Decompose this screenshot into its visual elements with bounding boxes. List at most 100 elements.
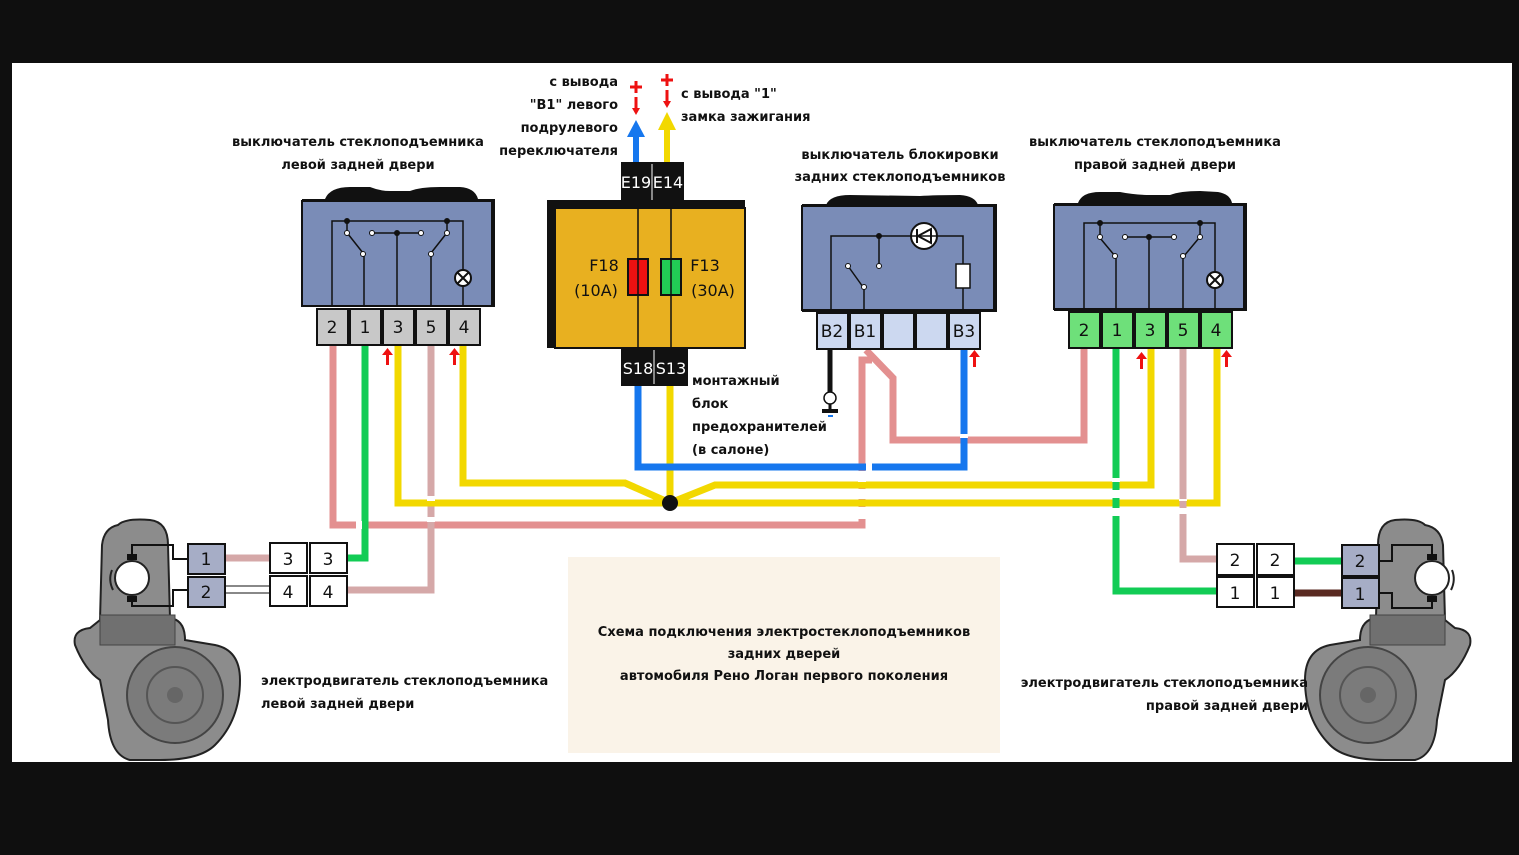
connector-pin: [1216, 576, 1255, 608]
fuse-block-body: [554, 207, 746, 349]
crossing-gap: [1179, 508, 1187, 514]
switch-body: [801, 205, 995, 311]
label-line: (в салоне): [692, 443, 769, 458]
connector-pin: [1216, 543, 1255, 576]
crossing-gap: [960, 434, 968, 438]
right-motor: 2 1 2 1 2 1 электродвигатель стеклоподъе…: [1021, 518, 1472, 761]
crossing-gap: [356, 521, 362, 529]
pin-label: B3: [953, 322, 975, 342]
motor-pin: [1341, 577, 1380, 609]
pin-label: B2: [821, 322, 843, 342]
pin-label: 2: [1079, 321, 1090, 341]
right-window-switch: выключатель стеклоподъемника правой задн…: [1029, 135, 1281, 369]
wire-yellow-left-pin4: [459, 346, 672, 507]
left-input-label: с вывода "B1" левого подрулевого переклю…: [499, 75, 618, 159]
terminal-e14: E14: [653, 173, 683, 192]
wire-yellow-right-pin4: [670, 346, 1221, 507]
caption-line: Схема подключения электростеклоподъемник…: [597, 625, 971, 640]
pin-slot: [382, 308, 415, 346]
connector-pin: [1256, 576, 1295, 608]
crossing-gap: [1112, 490, 1120, 498]
pin-slot: [849, 312, 882, 350]
wire-crossings: [356, 434, 1187, 529]
arrow-up-red-icon: [1136, 350, 1232, 369]
label-line: подрулевого: [521, 121, 618, 136]
motor-title: электродвигатель стеклоподъемника: [261, 674, 548, 689]
wire-pink-lock-b1-to-right-pin2: [863, 346, 1088, 444]
switch-title: левой задней двери: [281, 158, 434, 173]
ground-icon: [822, 391, 838, 417]
caption-line: автомобиля Рено Логан первого поколения: [619, 669, 949, 684]
switch-title: выключатель блокировки: [801, 148, 998, 163]
switch-rocker: [325, 187, 478, 199]
motor-pin: [187, 576, 226, 608]
plus-icon-left: [630, 81, 642, 115]
connector-pin: [1256, 543, 1295, 576]
motor-title: электродвигатель стеклоподъемника: [1021, 676, 1308, 691]
led-icon: [910, 222, 938, 250]
pin-label: 3: [323, 550, 334, 570]
crossing-gap: [427, 496, 435, 501]
wire-yellow-right-pin3: [668, 346, 1155, 507]
pin-label: 4: [1211, 321, 1222, 341]
pin-label: 4: [283, 583, 294, 603]
motor-image: [1303, 518, 1472, 761]
fuse-f18-rating: (10A): [574, 281, 618, 300]
right-input-label: с вывода "1" замка зажигания: [681, 87, 810, 125]
pin-label: 2: [327, 318, 338, 338]
connector-pin: [309, 575, 348, 607]
pin-slot: [1068, 311, 1101, 349]
left-window-switch: выключатель стеклоподъемника левой задне…: [232, 135, 495, 365]
pin-label: 1: [1355, 585, 1366, 605]
crossing-gap: [866, 463, 872, 471]
pin-slot: [448, 308, 481, 346]
lamp-icon: [454, 269, 472, 287]
switch-title: выключатель стеклоподъемника: [232, 135, 484, 150]
lock-switch: выключатель блокировки задних стеклоподъ…: [795, 148, 1006, 367]
pin-label: 1: [1270, 584, 1281, 604]
lamp-icon: [1206, 271, 1224, 289]
label-line: блок: [692, 397, 729, 412]
crossing-gap: [1112, 478, 1120, 482]
switch-rocker: [826, 195, 978, 205]
label-line: с вывода "1": [681, 87, 777, 102]
crossing-gap: [858, 507, 866, 519]
pin-label: 1: [1112, 321, 1123, 341]
switch-title: правой задней двери: [1074, 158, 1236, 173]
fuse-block-label: монтажный блок предохранителей (в салоне…: [692, 374, 827, 458]
pin-label: B1: [854, 322, 876, 342]
pin-slot: [1101, 311, 1134, 349]
motor-title: левой задней двери: [261, 697, 414, 712]
pin-slot: [316, 308, 349, 346]
diagram-caption: Схема подключения электростеклоподъемник…: [568, 557, 1000, 753]
left-motor: 1 2 3 4 3 4 электродвигатель стеклоподъе…: [73, 518, 548, 761]
pin-slot: [948, 312, 981, 350]
pin-label: 3: [1145, 321, 1156, 341]
wires: [224, 346, 1343, 597]
pin-label: 5: [426, 318, 437, 338]
motor-armature: [114, 560, 150, 596]
switch-title: задних стеклоподъемников: [795, 170, 1006, 185]
label-line: замка зажигания: [681, 110, 810, 125]
resistor-icon: [955, 263, 971, 289]
terminal-e19: E19: [621, 173, 651, 192]
pin-slot: [882, 312, 915, 350]
label-line: предохранителей: [692, 420, 827, 435]
pin-label: 1: [360, 318, 371, 338]
wire-yellow-left-pin3: [394, 346, 670, 507]
pin-label: 5: [1178, 321, 1189, 341]
switch-pins: B2 B1 B3: [816, 312, 981, 350]
motor-title: правой задней двери: [1146, 699, 1308, 714]
motor-pin: [1341, 544, 1380, 577]
pin-label: 2: [1270, 551, 1281, 571]
label-line: с вывода: [549, 75, 618, 90]
switch-pins: 2 1 3 5 4: [1068, 311, 1233, 349]
label-line: "B1" левого: [530, 98, 618, 113]
pin-slot: [1134, 311, 1167, 349]
wire-white-left-motor: [224, 585, 272, 594]
connector-pin: [269, 542, 308, 574]
pin-slot: [1200, 311, 1233, 349]
switch-pins: 2 1 3 5 4: [316, 308, 481, 346]
wire-blue-s18-to-b3: [634, 346, 968, 471]
